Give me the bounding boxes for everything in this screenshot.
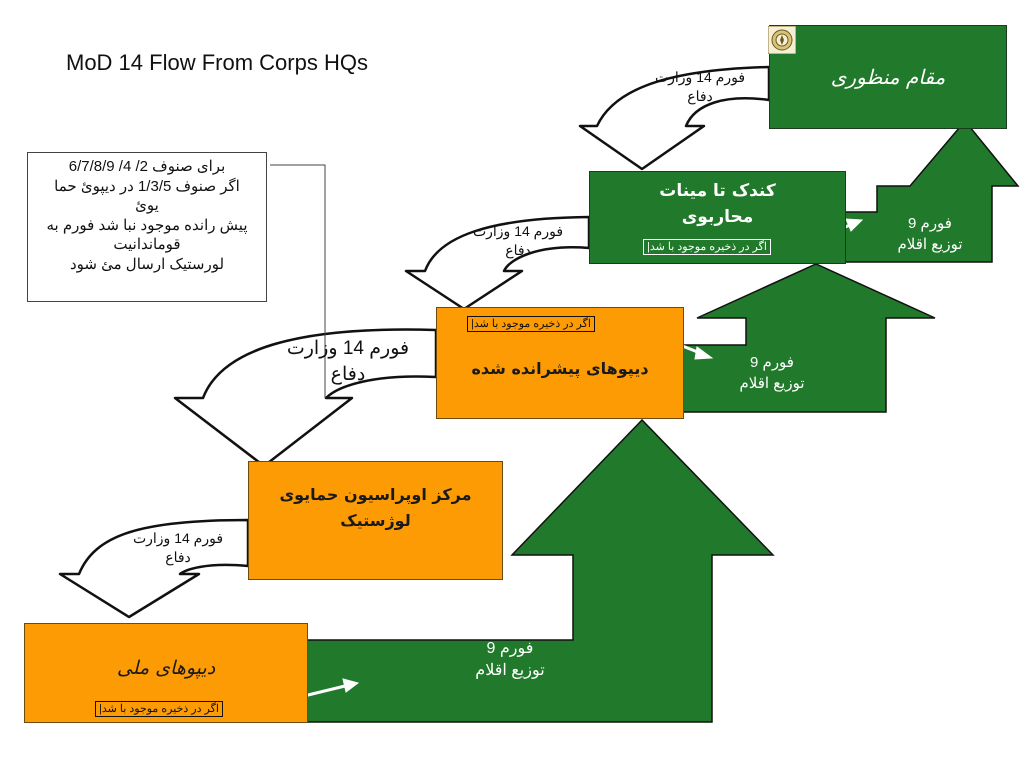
note-line: قوماندانیت — [113, 236, 181, 253]
corps-line2: محاربوی — [681, 207, 754, 227]
form9-arrow-bottom — [306, 418, 775, 723]
note-line: لورستیک ارسال مئ شود — [69, 255, 225, 273]
note-connector — [270, 164, 326, 398]
form9-bottom-line1: فورم 9 — [486, 640, 534, 657]
form14-top-line2: دفاع — [687, 88, 713, 104]
note-line: اگر صنوف 1/3/5 در دیپوئ حما — [54, 177, 240, 195]
form9-label-middle: فورم 9 توزیع اقلام — [712, 352, 832, 394]
logistics-line1: مرکز اوپراسیون حمایوی — [279, 485, 472, 504]
logistics-line2: لوژستیک — [340, 511, 411, 530]
logistics-center-box: مرکز اوپراسیون حمایوی لوژستیک — [248, 461, 503, 580]
note-line: برای صنوف 2/ 4/ 6/7/8/9 — [68, 158, 226, 175]
form9-label-top: فورم 9 توزیع اقلام — [870, 213, 990, 255]
form9-top-line1: فورم 9 — [908, 215, 952, 232]
form14-corps-line1: فورم 14 وزارت — [472, 223, 564, 239]
form9-top-line2: توزیع اقلام — [897, 236, 963, 253]
national-depots-label: دیپوهای ملی — [116, 657, 216, 679]
approval-authority-label: مقام منظوری — [830, 65, 946, 89]
national-depots-box: دیپوهای ملی — [24, 623, 308, 723]
form14-label-top: فورم 14 وزارت دفاع — [640, 68, 760, 106]
national-stock-note: اگر در ذخیره موجود با شد| — [95, 701, 223, 717]
forward-depots-box: دیپوهای پیشرانده شده — [436, 307, 684, 419]
corps-line1: کندک تا مینات — [659, 181, 776, 201]
form14-arrow-logistics — [58, 518, 250, 619]
forward-depots-label: دیپوهای پیشرانده شده — [471, 358, 649, 378]
note-line: یوئ — [135, 197, 159, 214]
page-title: MoD 14 Flow From Corps HQs — [66, 50, 368, 75]
form14-logistics-line2: دفاع — [165, 549, 191, 565]
emblem-icon — [768, 26, 796, 54]
note-line: پیش رانده موجود نبا شد فورم به — [46, 216, 248, 234]
form14-forward-line1: فورم 14 وزارت — [286, 338, 410, 359]
form14-label-corps: فورم 14 وزارت دفاع — [458, 222, 578, 260]
form14-top-line1: فورم 14 وزارت — [654, 69, 746, 85]
form9-arrow-middle — [682, 263, 936, 413]
form14-corps-line2: دفاع — [505, 242, 531, 258]
form9-middle-line1: فورم 9 — [750, 354, 794, 371]
form14-forward-line2: دفاع — [330, 364, 366, 385]
form9-label-bottom: فورم 9 توزیع اقلام — [450, 638, 570, 682]
forward-stock-note: اگر در ذخیره موجود با شد| — [467, 316, 595, 332]
corps-box: کندک تا مینات محاربوی — [589, 171, 846, 264]
corps-stock-note: اگر در ذخیره موجود با شد| — [643, 239, 771, 255]
form14-logistics-line1: فورم 14 وزارت — [132, 530, 224, 546]
form14-arrow-forward — [173, 328, 438, 468]
form14-label-forward: فورم 14 وزارت دفاع — [268, 336, 428, 388]
form9-bottom-line2: توزیع اقلام — [475, 662, 545, 679]
form9-arrow-top — [844, 119, 1020, 263]
classes-note: برای صنوف 2/ 4/ 6/7/8/9 اگر صنوف 1/3/5 د… — [27, 152, 267, 302]
form9-middle-line2: توزیع اقلام — [739, 375, 805, 392]
approval-authority-box: مقام منظوری — [769, 25, 1007, 129]
form14-arrow-corps — [404, 215, 591, 311]
form14-label-logistics: فورم 14 وزارت دفاع — [116, 529, 240, 567]
form14-arrow-top — [578, 65, 771, 171]
